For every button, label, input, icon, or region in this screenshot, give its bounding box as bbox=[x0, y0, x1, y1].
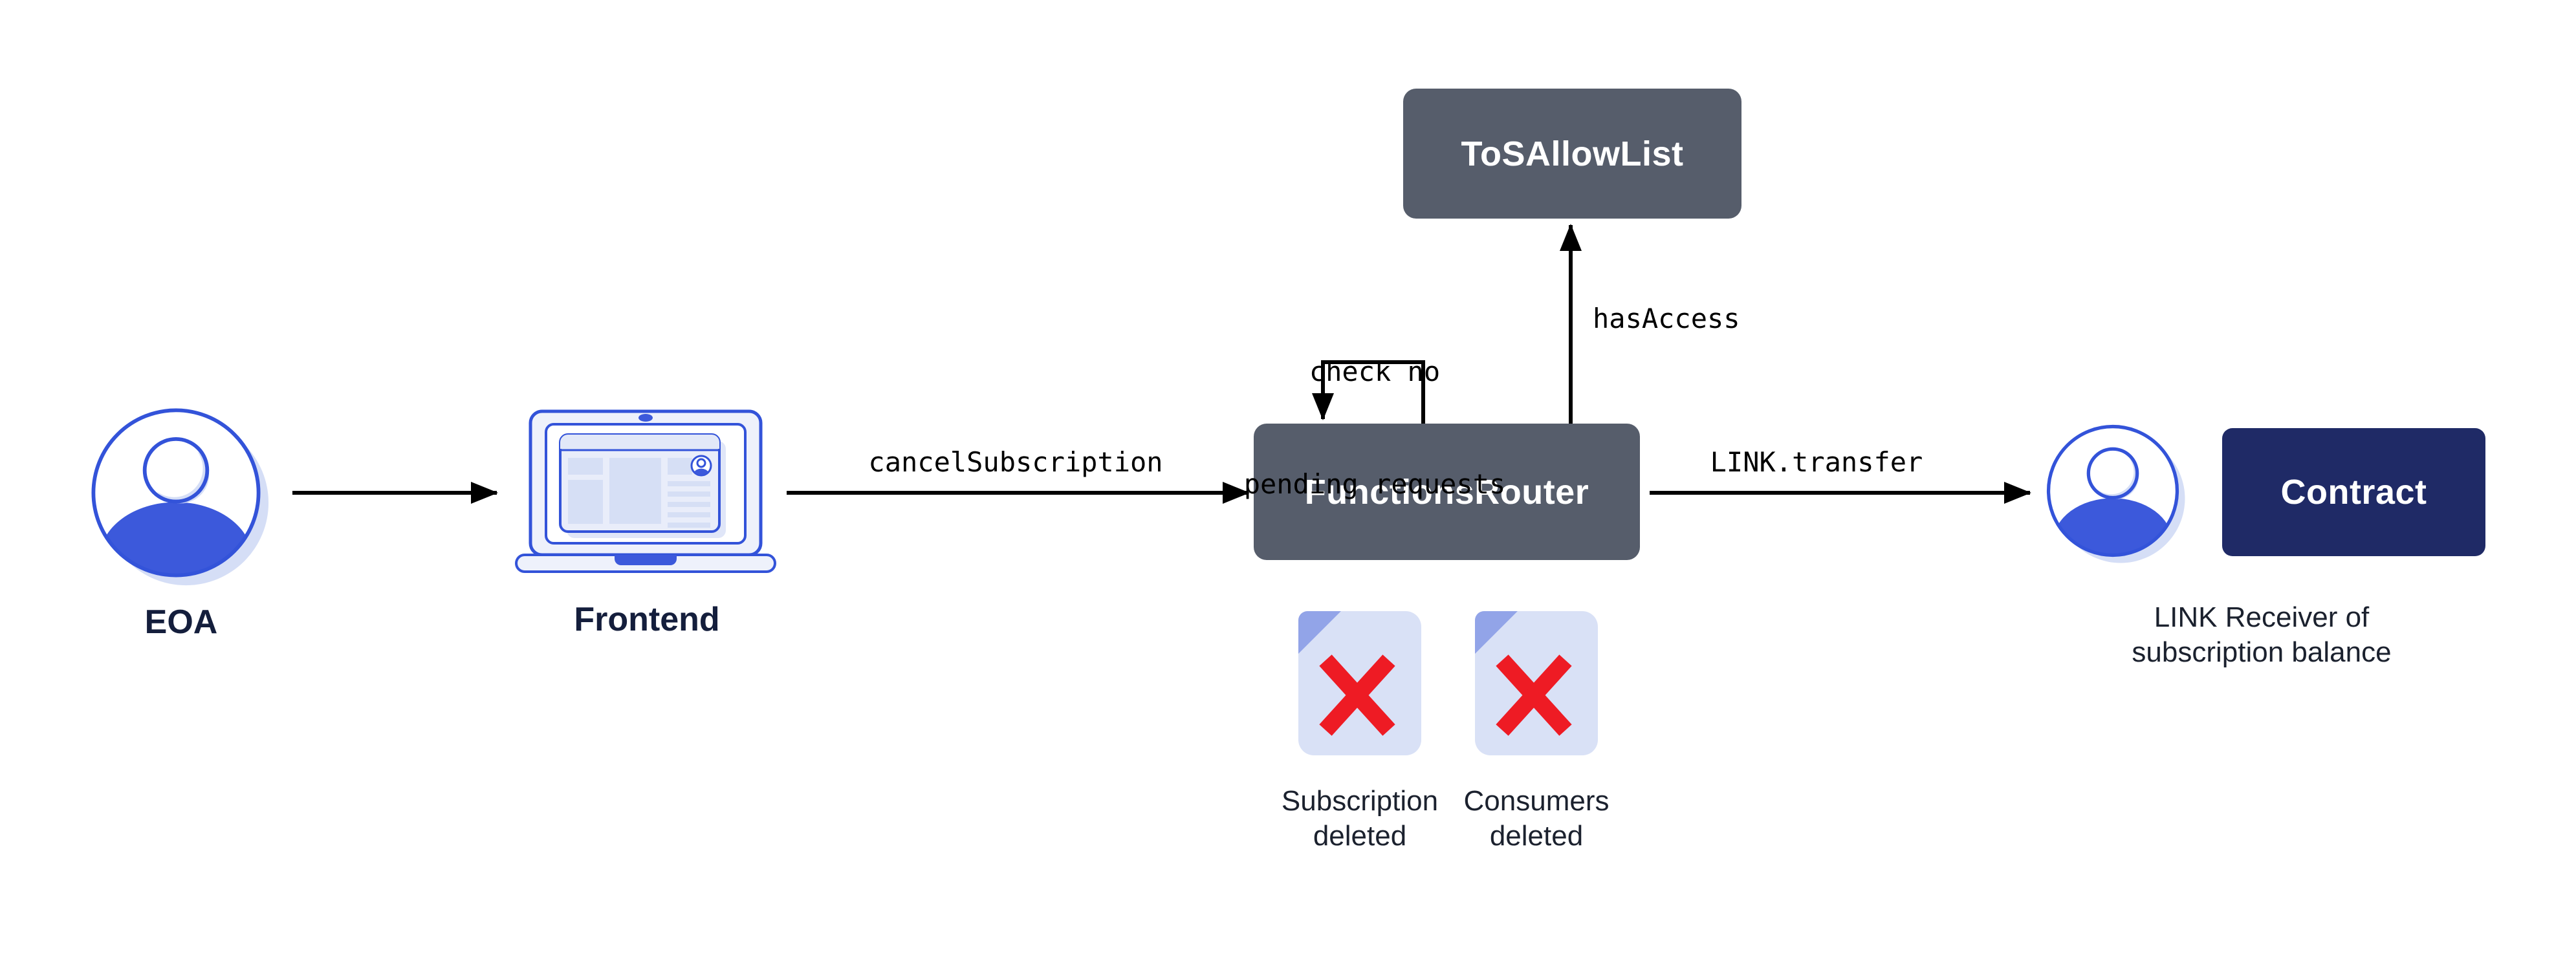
subscription-deleted-line1: Subscription bbox=[1281, 785, 1439, 817]
functions-router-label: FunctionsRouter bbox=[1304, 472, 1589, 512]
pending-check-line1: check no bbox=[1309, 356, 1441, 387]
tos-allow-list-node: ToSAllowList bbox=[1403, 89, 1741, 219]
cancel-subscription-edge-label: cancelSubscription bbox=[868, 446, 1163, 478]
eoa-person-icon bbox=[91, 408, 269, 586]
red-x-icon bbox=[1496, 654, 1572, 736]
consumers-deleted-line2: deleted bbox=[1489, 820, 1584, 852]
link-transfer-edge-label: LINK.transfer bbox=[1710, 446, 1923, 478]
has-access-edge-label: hasAccess bbox=[1593, 303, 1740, 334]
link-receiver-caption-line1: LINK Receiver of bbox=[2154, 601, 2370, 633]
subscription-deleted-line2: deleted bbox=[1313, 820, 1407, 852]
link-receiver-caption: LINK Receiver of subscription balance bbox=[2068, 600, 2456, 670]
consumers-deleted-document-icon bbox=[1475, 611, 1598, 755]
pending-check-edge-label: check no pending requests bbox=[1213, 278, 1536, 578]
consumers-deleted-label: Consumers deleted bbox=[1439, 784, 1633, 854]
frontend-label: Frontend bbox=[574, 601, 720, 638]
consumers-deleted-line1: Consumers bbox=[1463, 785, 1610, 817]
red-x-icon bbox=[1319, 654, 1395, 736]
link-receiver-caption-line2: subscription balance bbox=[2132, 636, 2392, 668]
link-receiver-person-icon bbox=[2046, 424, 2185, 563]
tos-allow-list-label: ToSAllowList bbox=[1461, 134, 1684, 173]
subscription-deleted-document-icon bbox=[1298, 611, 1421, 755]
eoa-label: EOA bbox=[144, 603, 218, 641]
browser-avatar-icon bbox=[690, 455, 712, 477]
contract-node: Contract bbox=[2222, 428, 2485, 556]
pending-check-line2: pending requests bbox=[1243, 468, 1506, 500]
frontend-laptop-icon bbox=[515, 409, 776, 573]
contract-label: Contract bbox=[2280, 473, 2427, 512]
subscription-deleted-label: Subscription deleted bbox=[1263, 784, 1457, 854]
functions-router-node: FunctionsRouter bbox=[1254, 424, 1640, 560]
